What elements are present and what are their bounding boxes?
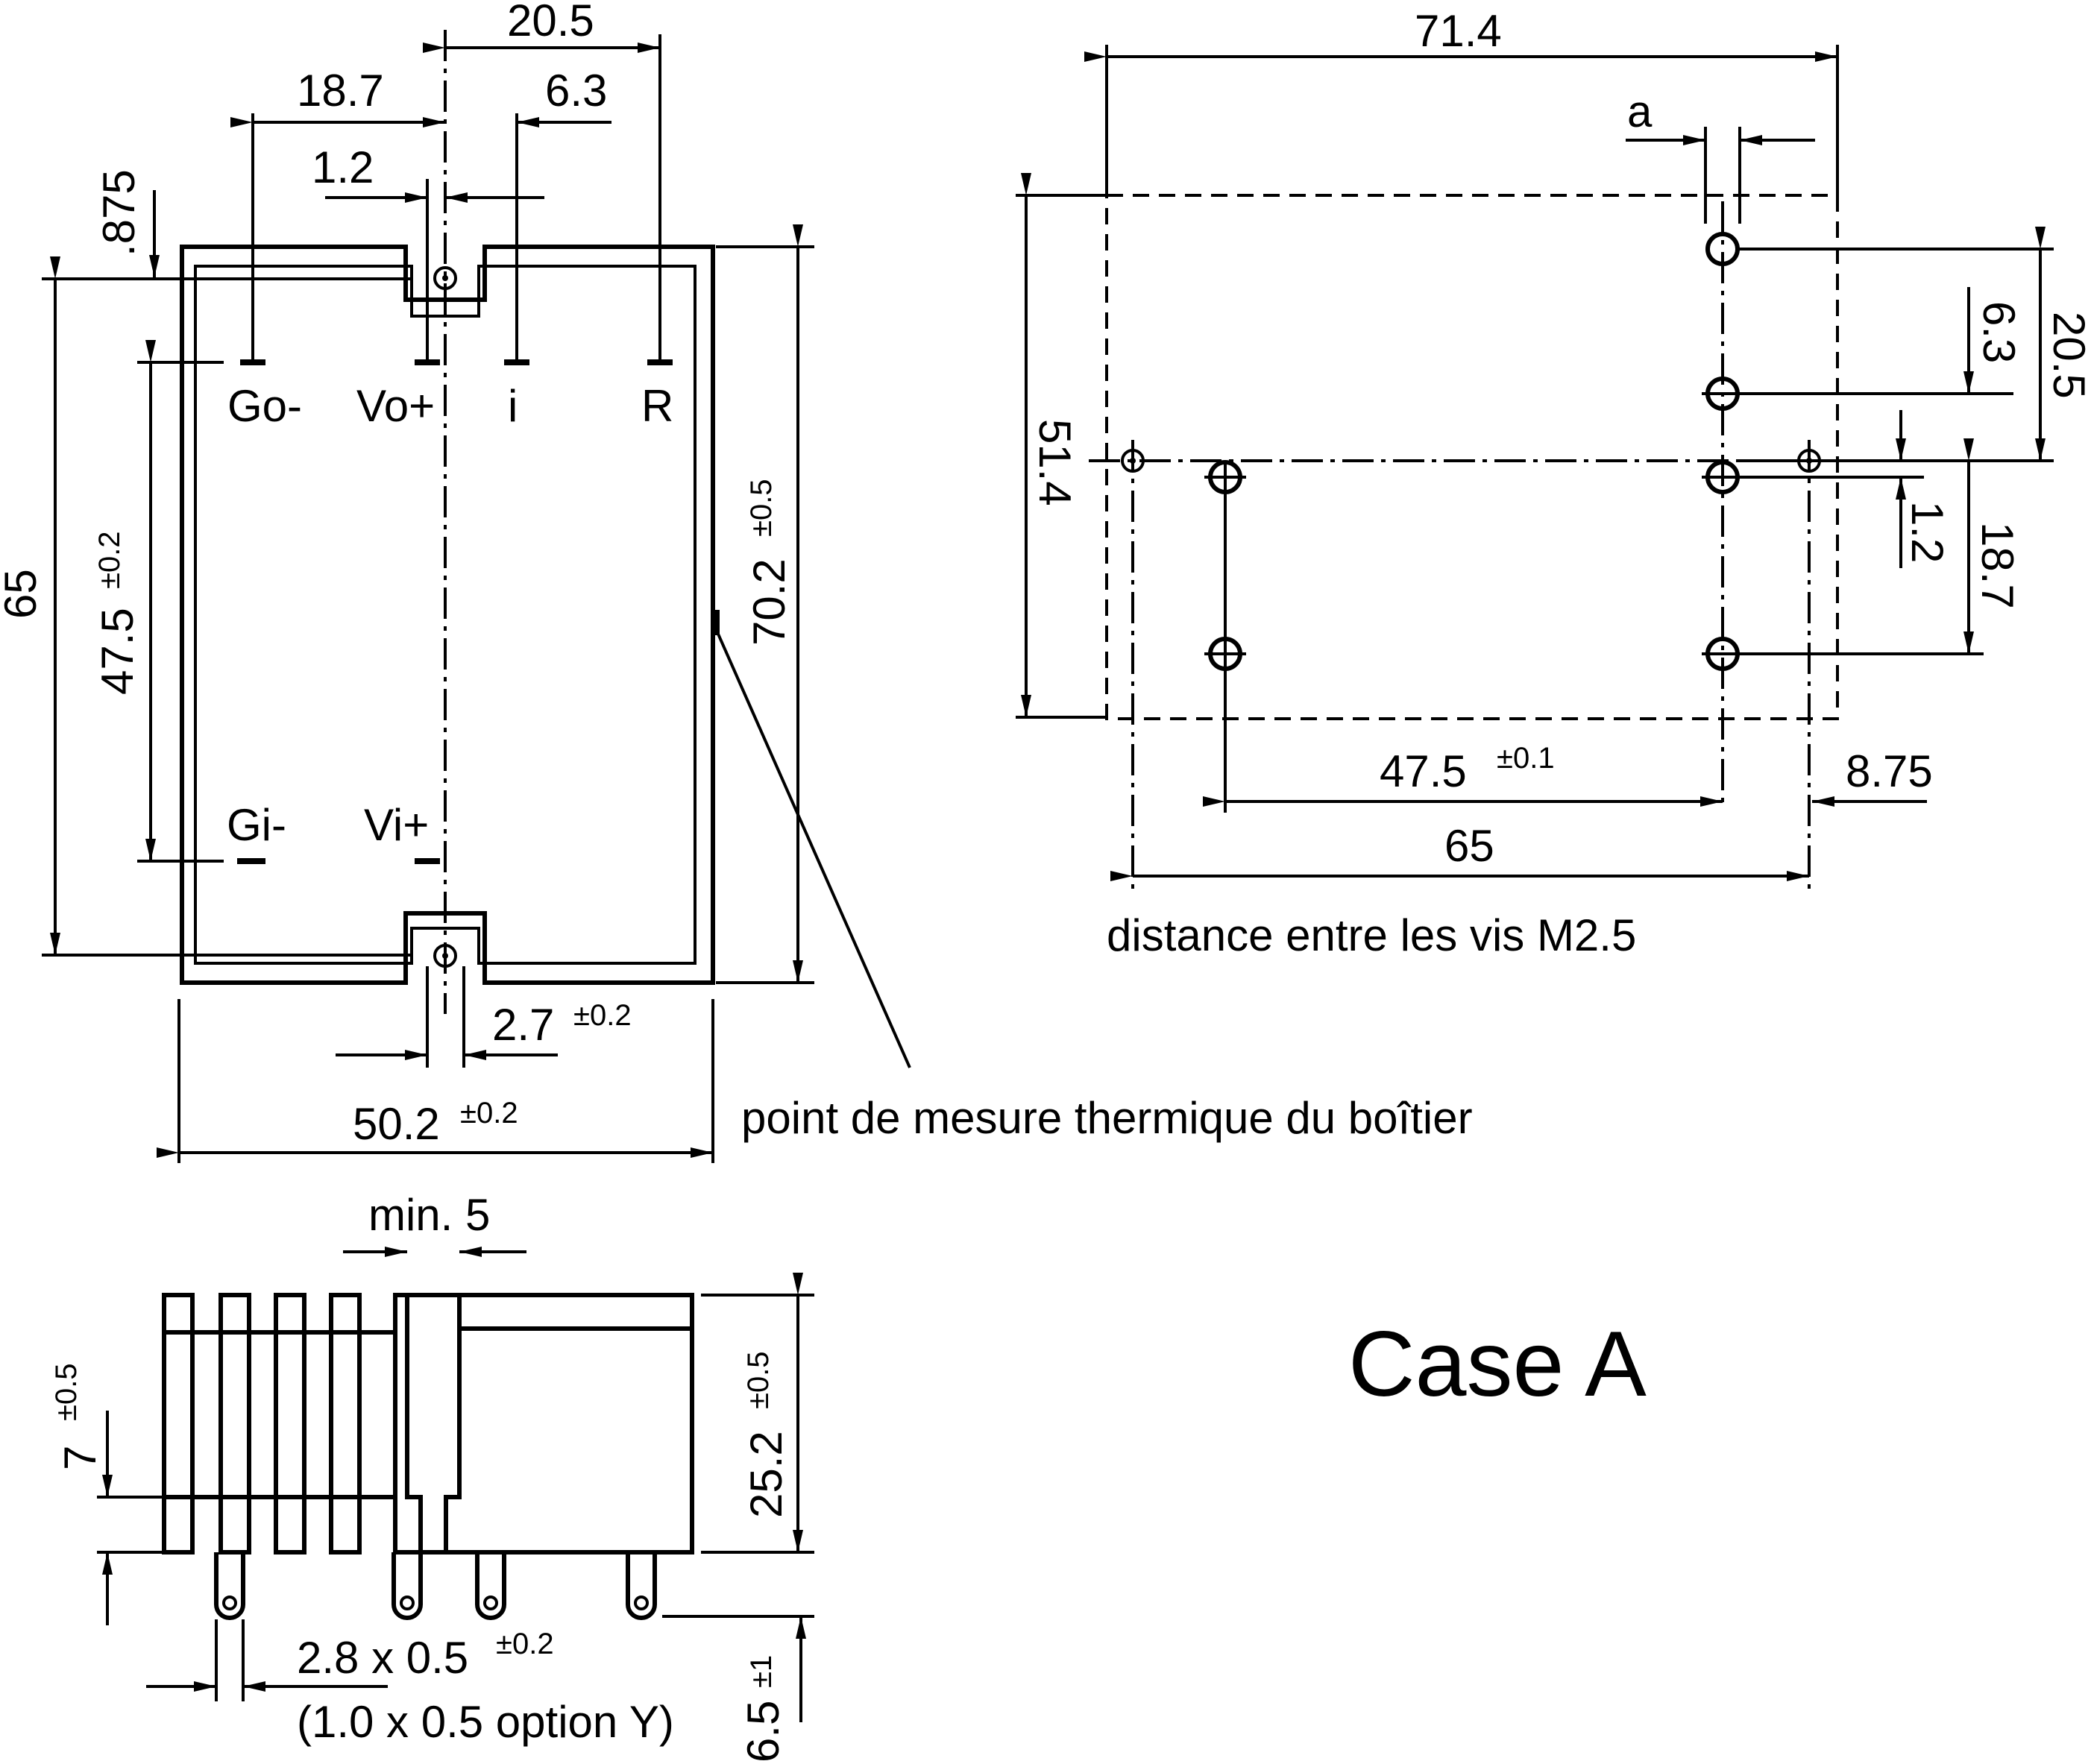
terminal-pin-3-hole (483, 1596, 498, 1610)
terminal-pin-4-hole (634, 1596, 649, 1610)
dim-label-pin-size: 2.8 x 0.5 (297, 1633, 468, 1683)
dim-tol-2-7: ±0.2 (573, 999, 632, 1032)
thermal-point-marker (712, 610, 720, 635)
bottom-screw-hole-center (442, 953, 448, 959)
case-outer-outline (180, 245, 715, 985)
mounting-slot (405, 1295, 462, 1552)
dim-label-20-5: 20.5 (507, 0, 594, 45)
fin-4 (329, 1293, 362, 1554)
dim-label-65-mount: 65 (1444, 821, 1494, 871)
thermal-point-leader (716, 631, 911, 1068)
top-screw-hole-center (442, 275, 448, 281)
fin-1 (162, 1293, 195, 1554)
dim-tol-47-5: ±0.2 (93, 531, 126, 589)
case-label: Case A (1348, 1313, 1647, 1416)
terminal-pin-1-hole (222, 1596, 237, 1610)
fin-3 (274, 1293, 306, 1554)
terminal-pin-1 (214, 1552, 245, 1620)
pin-label-vi: Vi+ (364, 800, 429, 850)
pin-label-i: i (508, 381, 518, 431)
mounting-caption: distance entre les vis M2.5 (1107, 910, 1636, 960)
dim-tol-6-5: ±1 (745, 1655, 778, 1688)
screw-hole-left-center (1130, 458, 1136, 464)
dim-label-pin-option: (1.0 x 0.5 option Y) (297, 1697, 674, 1747)
dim-tol-47-5-mount: ±0.1 (1497, 742, 1555, 775)
dim-label-1-2: 1.2 (312, 142, 374, 192)
top-view: Go- Vo+ i R Gi- Vi+ 20.5 18.7 6.3 1.2 .8… (0, 0, 1473, 1163)
pin-label-r: R (641, 381, 673, 431)
dim-label-6-5: 6.5 (738, 1701, 788, 1763)
pin-label-go: Go- (227, 381, 302, 431)
dim-label-71-4: 71.4 (1415, 6, 1502, 56)
dim-tol-50-2: ±0.2 (460, 1097, 518, 1130)
top-screw-hole (433, 266, 457, 290)
dim-label-min5: min. 5 (368, 1190, 490, 1240)
fin-2 (218, 1293, 251, 1554)
dim-label-1-2-mount: 1.2 (1902, 501, 1952, 563)
side-view: min. 5 7 ±0.5 25.2 ±0.5 6.5 ±1 2.8 x 0.5… (50, 1190, 814, 1763)
dim-label-a: a (1627, 86, 1653, 136)
dim-label-875: .875 (94, 169, 144, 256)
pin-label-gi: Gi- (227, 800, 286, 850)
mounting-view: 71.4 a 51.4 6.3 20.5 1.2 18.7 47.5 (1016, 6, 2091, 960)
dim-label-47-5: 47.5 (92, 608, 142, 695)
terminal-pin-3 (475, 1552, 506, 1620)
thermal-point-label: point de mesure thermique du boîtier (741, 1093, 1473, 1143)
dim-label-70-2: 70.2 (744, 558, 794, 646)
case-body-side (393, 1293, 694, 1554)
terminal-pin-2-hole (400, 1596, 415, 1610)
bottom-screw-hole (433, 944, 457, 968)
dim-label-18-7: 18.7 (297, 66, 384, 116)
dim-label-20-5-mount: 20.5 (2044, 312, 2091, 399)
screw-hole-left (1121, 449, 1145, 473)
dim-tol-25-2: ±0.5 (742, 1351, 775, 1409)
dim-label-8-75: 8.75 (1846, 746, 1933, 796)
dim-label-65-left: 65 (0, 569, 45, 619)
mounting-outline (1105, 194, 1839, 720)
dim-label-18-7-mount: 18.7 (1972, 522, 2022, 609)
dim-label-6-3: 6.3 (545, 66, 607, 116)
dim-label-7: 7 (55, 1446, 105, 1470)
case-inner-outline (194, 265, 697, 965)
pin-label-vo: Vo+ (356, 381, 435, 431)
dim-tol-pin-size: ±0.2 (496, 1628, 554, 1660)
dim-label-6-3-mount: 6.3 (1974, 301, 2024, 363)
dim-tol-70-2: ±0.5 (745, 479, 778, 537)
dim-label-25-2: 25.2 (741, 1431, 791, 1518)
dim-label-50-2: 50.2 (353, 1099, 440, 1149)
dim-label-2-7: 2.7 (492, 1000, 554, 1050)
terminal-pin-2 (392, 1552, 423, 1620)
dim-label-51-4: 51.4 (1030, 419, 1080, 506)
terminal-pin-4 (626, 1552, 657, 1620)
dim-tol-7: ±0.5 (50, 1363, 83, 1421)
dim-label-47-5-mount: 47.5 (1380, 746, 1467, 796)
